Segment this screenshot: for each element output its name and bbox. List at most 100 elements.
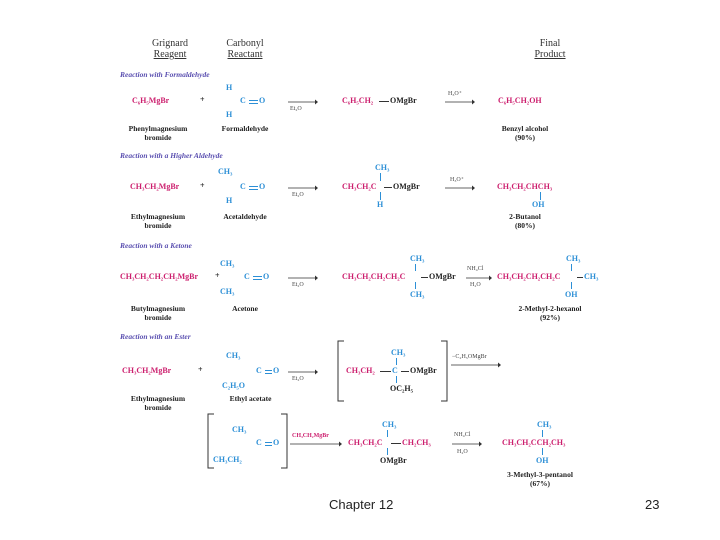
name-ethylmagnesium-bromide: Ethylmagnesium bromide — [130, 212, 186, 230]
arrow-2a — [288, 185, 318, 191]
acetaldehyde-double-bond — [249, 186, 258, 187]
cond-2b: H₃O⁺ — [450, 177, 464, 183]
intermediate-2: CH₃CH₂C — [342, 182, 377, 191]
prod-4-bond-top — [542, 430, 543, 437]
arrow-4d — [452, 441, 482, 447]
acetone-double-bond — [253, 276, 262, 277]
acetone-double-bond-2 — [253, 279, 262, 280]
prod-2-bond — [540, 192, 541, 200]
plus-sign: + — [200, 95, 205, 104]
prod-2-oh: OH — [532, 200, 545, 209]
cond-3b-water: H₂O — [470, 282, 481, 288]
prod-3-ch3-right: CH₃ — [584, 272, 599, 281]
int-4-c: C — [392, 366, 398, 375]
arrow-3a — [288, 275, 318, 281]
formaldehyde-h-bottom: H — [226, 110, 233, 119]
name-formaldehyde: Formaldehyde — [221, 124, 269, 133]
acetaldehyde-o: O — [259, 182, 266, 191]
intermediate-4b: CH₃CH₂C — [348, 438, 383, 447]
bond-int-2 — [384, 187, 392, 188]
bond-int-4c — [391, 443, 401, 444]
cond-2a: Et₂O — [292, 192, 304, 198]
acetaldehyde-c: C — [240, 182, 246, 191]
int-4-oc2h5: OC₂H₅ — [390, 384, 414, 393]
section-higher-aldehyde: Reaction with a Higher Aldehyde — [120, 151, 223, 160]
name-2-butanol: 2-Butanol (80%) — [509, 212, 541, 230]
name-benzyl-alcohol: Benzyl alcohol (90%) — [501, 124, 549, 142]
intermediate-4: CH₃CH₂ — [346, 366, 375, 375]
bracket-left-2 — [207, 413, 214, 469]
cond-4b: −C₂H₅OMgBr — [452, 354, 487, 360]
formaldehyde-h-top: H — [226, 83, 233, 92]
int-3-bond-bot — [415, 282, 416, 289]
int-4b-omgbr: OMgBr — [380, 456, 407, 465]
cond-3a: Et₂O — [292, 282, 304, 288]
plus-sign-2: + — [200, 181, 205, 190]
section-ester: Reaction with an Ester — [120, 332, 191, 341]
name-phenylmagnesium-bromide: Phenylmagnesium bromide — [128, 124, 188, 142]
product-2-butanol: CH₃CH₂CHCH₃ — [497, 182, 553, 191]
int-4-bond-top — [396, 358, 397, 365]
arrow-2b — [445, 185, 475, 191]
prod-4-bond-bot — [542, 448, 543, 455]
prod-3-bond-bot — [571, 282, 572, 289]
formaldehyde-double-bond — [249, 100, 258, 101]
product-4-chain: CH₃CH₂CCH₂CH₃ — [502, 438, 566, 447]
name-ethylmagnesium-bromide-2: Ethylmagnesium bromide — [130, 394, 186, 412]
int-3-ch3-top: CH₃ — [410, 254, 425, 263]
ester-double-bond — [265, 370, 272, 371]
intermediate-1-omgbr: OMgBr — [390, 96, 417, 105]
intermediate-4-omgbr: OMgBr — [410, 366, 437, 375]
name-3-methyl-3-pentanol: 3-Methyl-3-pentanol (67%) — [507, 470, 573, 488]
intermediate-1: C₆H₅CH₂ — [342, 96, 374, 105]
acetaldehyde-double-bond-2 — [249, 189, 258, 190]
ketone-ch2ch3: CH₃CH₂ — [213, 455, 242, 464]
bracket-left-1 — [337, 340, 344, 402]
intermediate-3-omgbr: OMgBr — [429, 272, 456, 281]
prod-4-oh: OH — [536, 456, 549, 465]
int-2-bond-top — [380, 173, 381, 181]
int-2-ch3: CH₃ — [375, 163, 390, 172]
name-ethyl-acetate: Ethyl acetate — [229, 394, 272, 403]
acetone-c: C — [244, 272, 250, 281]
name-acetone: Acetone — [232, 304, 258, 313]
formaldehyde-o: O — [259, 96, 266, 105]
ester-ch3: CH₃ — [226, 351, 241, 360]
reagent-phenylmagnesium-bromide: C₆H₅MgBr — [132, 96, 170, 105]
arrow-4c — [290, 441, 342, 447]
arrow-1b — [445, 99, 475, 105]
plus-sign-3: + — [215, 271, 220, 280]
ketone-ch3: CH₃ — [232, 425, 247, 434]
acetone-ch3-bottom: CH₃ — [220, 287, 235, 296]
intermediate-4b-ch2ch3: CH₂CH₃ — [402, 438, 431, 447]
bond-int-1 — [379, 101, 389, 102]
formaldehyde-c: C — [240, 96, 246, 105]
formaldehyde-double-bond-2 — [249, 103, 258, 104]
header-grignard: Grignard Reagent — [151, 38, 189, 60]
name-acetaldehyde: Acetaldehyde — [223, 212, 267, 221]
cond-4c: CH₃CH₂MgBr — [292, 433, 329, 439]
product-benzyl-alcohol: C₆H₅CH₂OH — [498, 96, 542, 105]
cond-4d-water: H₂O — [457, 449, 468, 455]
intermediate-3: CH₃CH₂CH₂CH₂C — [342, 272, 406, 281]
ester-oc2h5: C₂H₅O — [222, 381, 246, 390]
ketone-o: O — [273, 438, 280, 447]
arrow-4b — [451, 362, 501, 368]
int-4-ch3: CH₃ — [391, 348, 406, 357]
section-formaldehyde: Reaction with Formaldehyde — [120, 70, 210, 79]
section-ketone: Reaction with a Ketone — [120, 241, 192, 250]
prod-3-ch3-top: CH₃ — [566, 254, 581, 263]
acetaldehyde-h: H — [226, 196, 233, 205]
int-4b-bond-top — [387, 430, 388, 437]
ketone-c: C — [256, 438, 262, 447]
bond-prod-3 — [577, 277, 583, 278]
header-carbonyl: Carbonyl Reactant — [226, 38, 264, 60]
cond-1b: H₃O⁺ — [448, 91, 462, 97]
plus-sign-4: + — [198, 365, 203, 374]
page-number: 23 — [645, 497, 660, 512]
int-2-bond-bot — [380, 192, 381, 200]
int-3-ch3-bottom: CH₃ — [410, 290, 425, 299]
bond-int-4a — [380, 371, 391, 372]
int-4-bond-bot — [396, 376, 397, 383]
cond-3b: NH₄Cl — [467, 266, 484, 272]
